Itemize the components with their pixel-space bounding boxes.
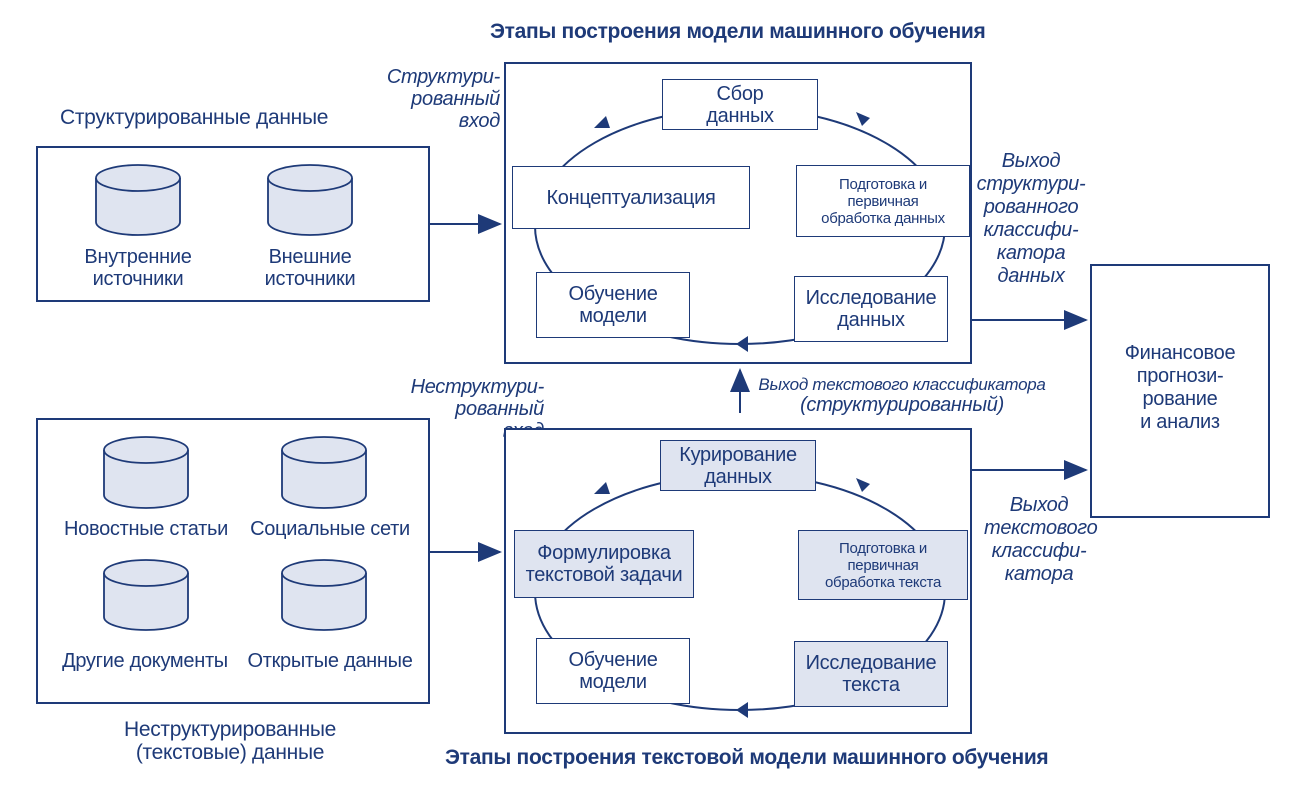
structured-data-heading: Структурированные данные	[60, 106, 329, 129]
source-open-data: Открытые данные	[247, 650, 413, 672]
ml-stages-title: Этапы построения модели машинного обучен…	[490, 20, 986, 43]
text-classifier-structured-output-label: Выход текстового классификатора (структу…	[758, 375, 1046, 416]
text-output-label: Выход текстового классифи- катора	[984, 494, 1098, 585]
source-other-docs: Другие документы	[62, 650, 228, 672]
source-news: Новостные статьи	[64, 518, 228, 540]
source-external: Внешние источники	[264, 246, 356, 290]
unstructured-data-heading: Неструктурированные (текстовые) данные	[123, 718, 337, 764]
result-panel	[1090, 264, 1270, 518]
source-social: Социальные сети	[250, 518, 410, 540]
source-internal: Внутренние источники	[84, 246, 192, 290]
step-conceptualization: Концептуализация	[512, 166, 750, 229]
structured-output-label: Выход структури- рованного классифи- кат…	[976, 150, 1086, 287]
text-ml-stages-title: Этапы построения текстовой модели машинн…	[445, 746, 1049, 769]
result-label: Финансовое прогнози- рование и анализ	[1124, 342, 1236, 433]
structured-input-label: Структури- рованный вход	[386, 66, 500, 132]
